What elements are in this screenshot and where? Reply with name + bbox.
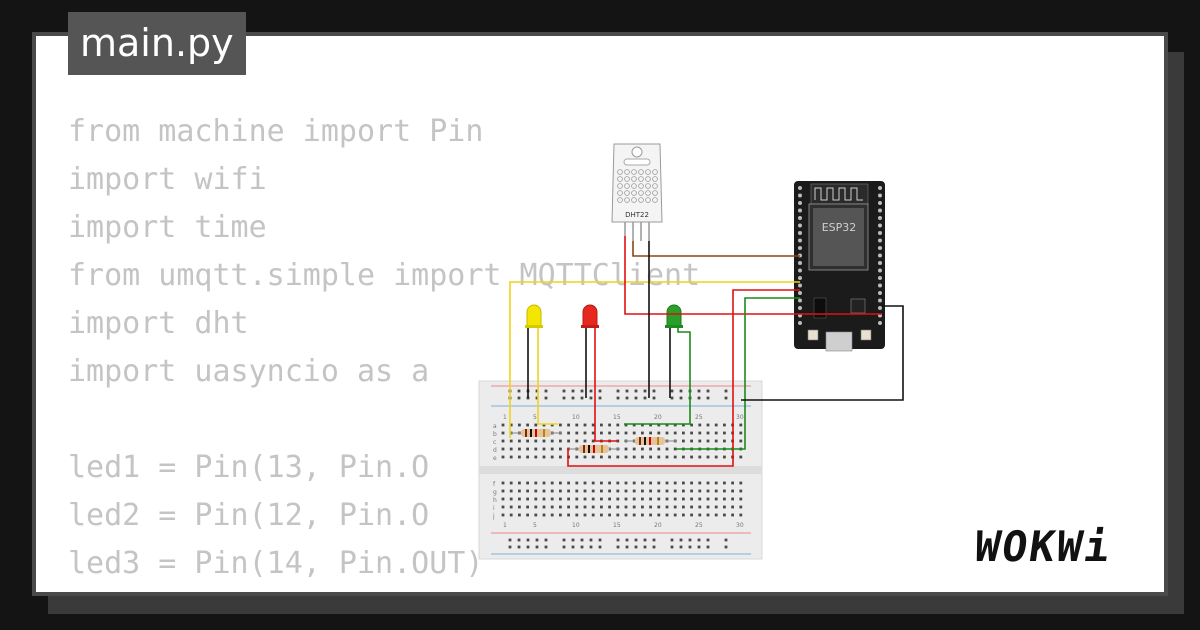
row-letter: d <box>493 447 497 454</box>
col-number: 30 <box>736 522 744 529</box>
wokwi-logo[interactable]: WOKWi <box>971 522 1115 571</box>
circuit-diagram: 1 5 10 15 20 25 30 1 5 10 15 20 25 30 a … <box>478 143 904 560</box>
wire-green-gpio <box>676 297 800 450</box>
file-tab[interactable]: main.py <box>68 12 246 75</box>
row-letter: a <box>493 423 497 430</box>
col-number: 5 <box>533 522 537 529</box>
code-line: led2 = Pin(12, Pin.O <box>68 498 430 533</box>
row-letter: e <box>493 455 497 462</box>
wire-brown <box>632 241 800 257</box>
col-number: 25 <box>695 522 703 529</box>
col-number: 20 <box>654 522 662 529</box>
col-number: 1 <box>503 414 507 421</box>
project-card[interactable]: from machine import Pin import wifi import… <box>32 32 1168 596</box>
code-line: import wifi <box>68 162 267 197</box>
led-red <box>581 304 599 328</box>
col-number: 1 <box>503 522 507 529</box>
wires <box>509 236 904 467</box>
col-number: 15 <box>613 414 621 421</box>
row-letter: j <box>492 513 495 520</box>
wire-red-led2 <box>594 328 618 442</box>
row-letter: c <box>493 439 496 446</box>
resistor-3 <box>624 437 676 445</box>
col-number: 15 <box>613 522 621 529</box>
code-line: import uasyncio as a <box>68 354 430 389</box>
sensor-label: DHT22 <box>625 211 649 219</box>
wire-red-dht <box>624 236 882 315</box>
code-line: import time <box>68 210 267 245</box>
row-letter: h <box>493 497 497 504</box>
code-preview: from machine import Pin import wifi import… <box>68 108 701 592</box>
dht22-sensor: DHT22 <box>611 143 663 241</box>
code-line: import dht <box>68 306 249 341</box>
col-number: 10 <box>572 522 580 529</box>
row-letter: f <box>493 481 496 488</box>
col-number: 5 <box>533 414 537 421</box>
resistor-1 <box>510 429 562 437</box>
esp32-board: ESP32 <box>794 181 885 352</box>
code-line: led3 = Pin(14, Pin.OUT) <box>68 546 484 581</box>
board-label: ESP32 <box>822 221 857 234</box>
led-green <box>665 304 683 328</box>
col-number: 10 <box>572 414 580 421</box>
esp32-pins <box>798 186 882 325</box>
row-letter: i <box>493 505 495 512</box>
resistor-2 <box>568 445 620 453</box>
wire-yellow-led <box>537 328 558 425</box>
code-line: led1 = Pin(13, Pin.O <box>68 450 430 485</box>
row-letter: b <box>493 431 497 438</box>
code-line: dht22 = dht.DHT22(Pin(25, Pin.IN)) <box>68 588 700 592</box>
wire-yellow <box>509 281 800 438</box>
breadboard: 1 5 10 15 20 25 30 1 5 10 15 20 25 30 a … <box>478 380 763 560</box>
row-letter: g <box>493 489 497 496</box>
col-number: 20 <box>654 414 662 421</box>
wire-black-gnd <box>741 305 904 401</box>
col-number: 30 <box>736 414 744 421</box>
sensor-grille <box>617 169 658 203</box>
code-line: from machine import Pin <box>68 114 484 149</box>
wire-red-gpio <box>567 289 800 467</box>
code-line: from umqtt.simple import MQTTClient <box>68 258 701 293</box>
led-yellow <box>525 304 543 328</box>
col-number: 25 <box>695 414 703 421</box>
wire-green-led3 <box>624 328 691 425</box>
